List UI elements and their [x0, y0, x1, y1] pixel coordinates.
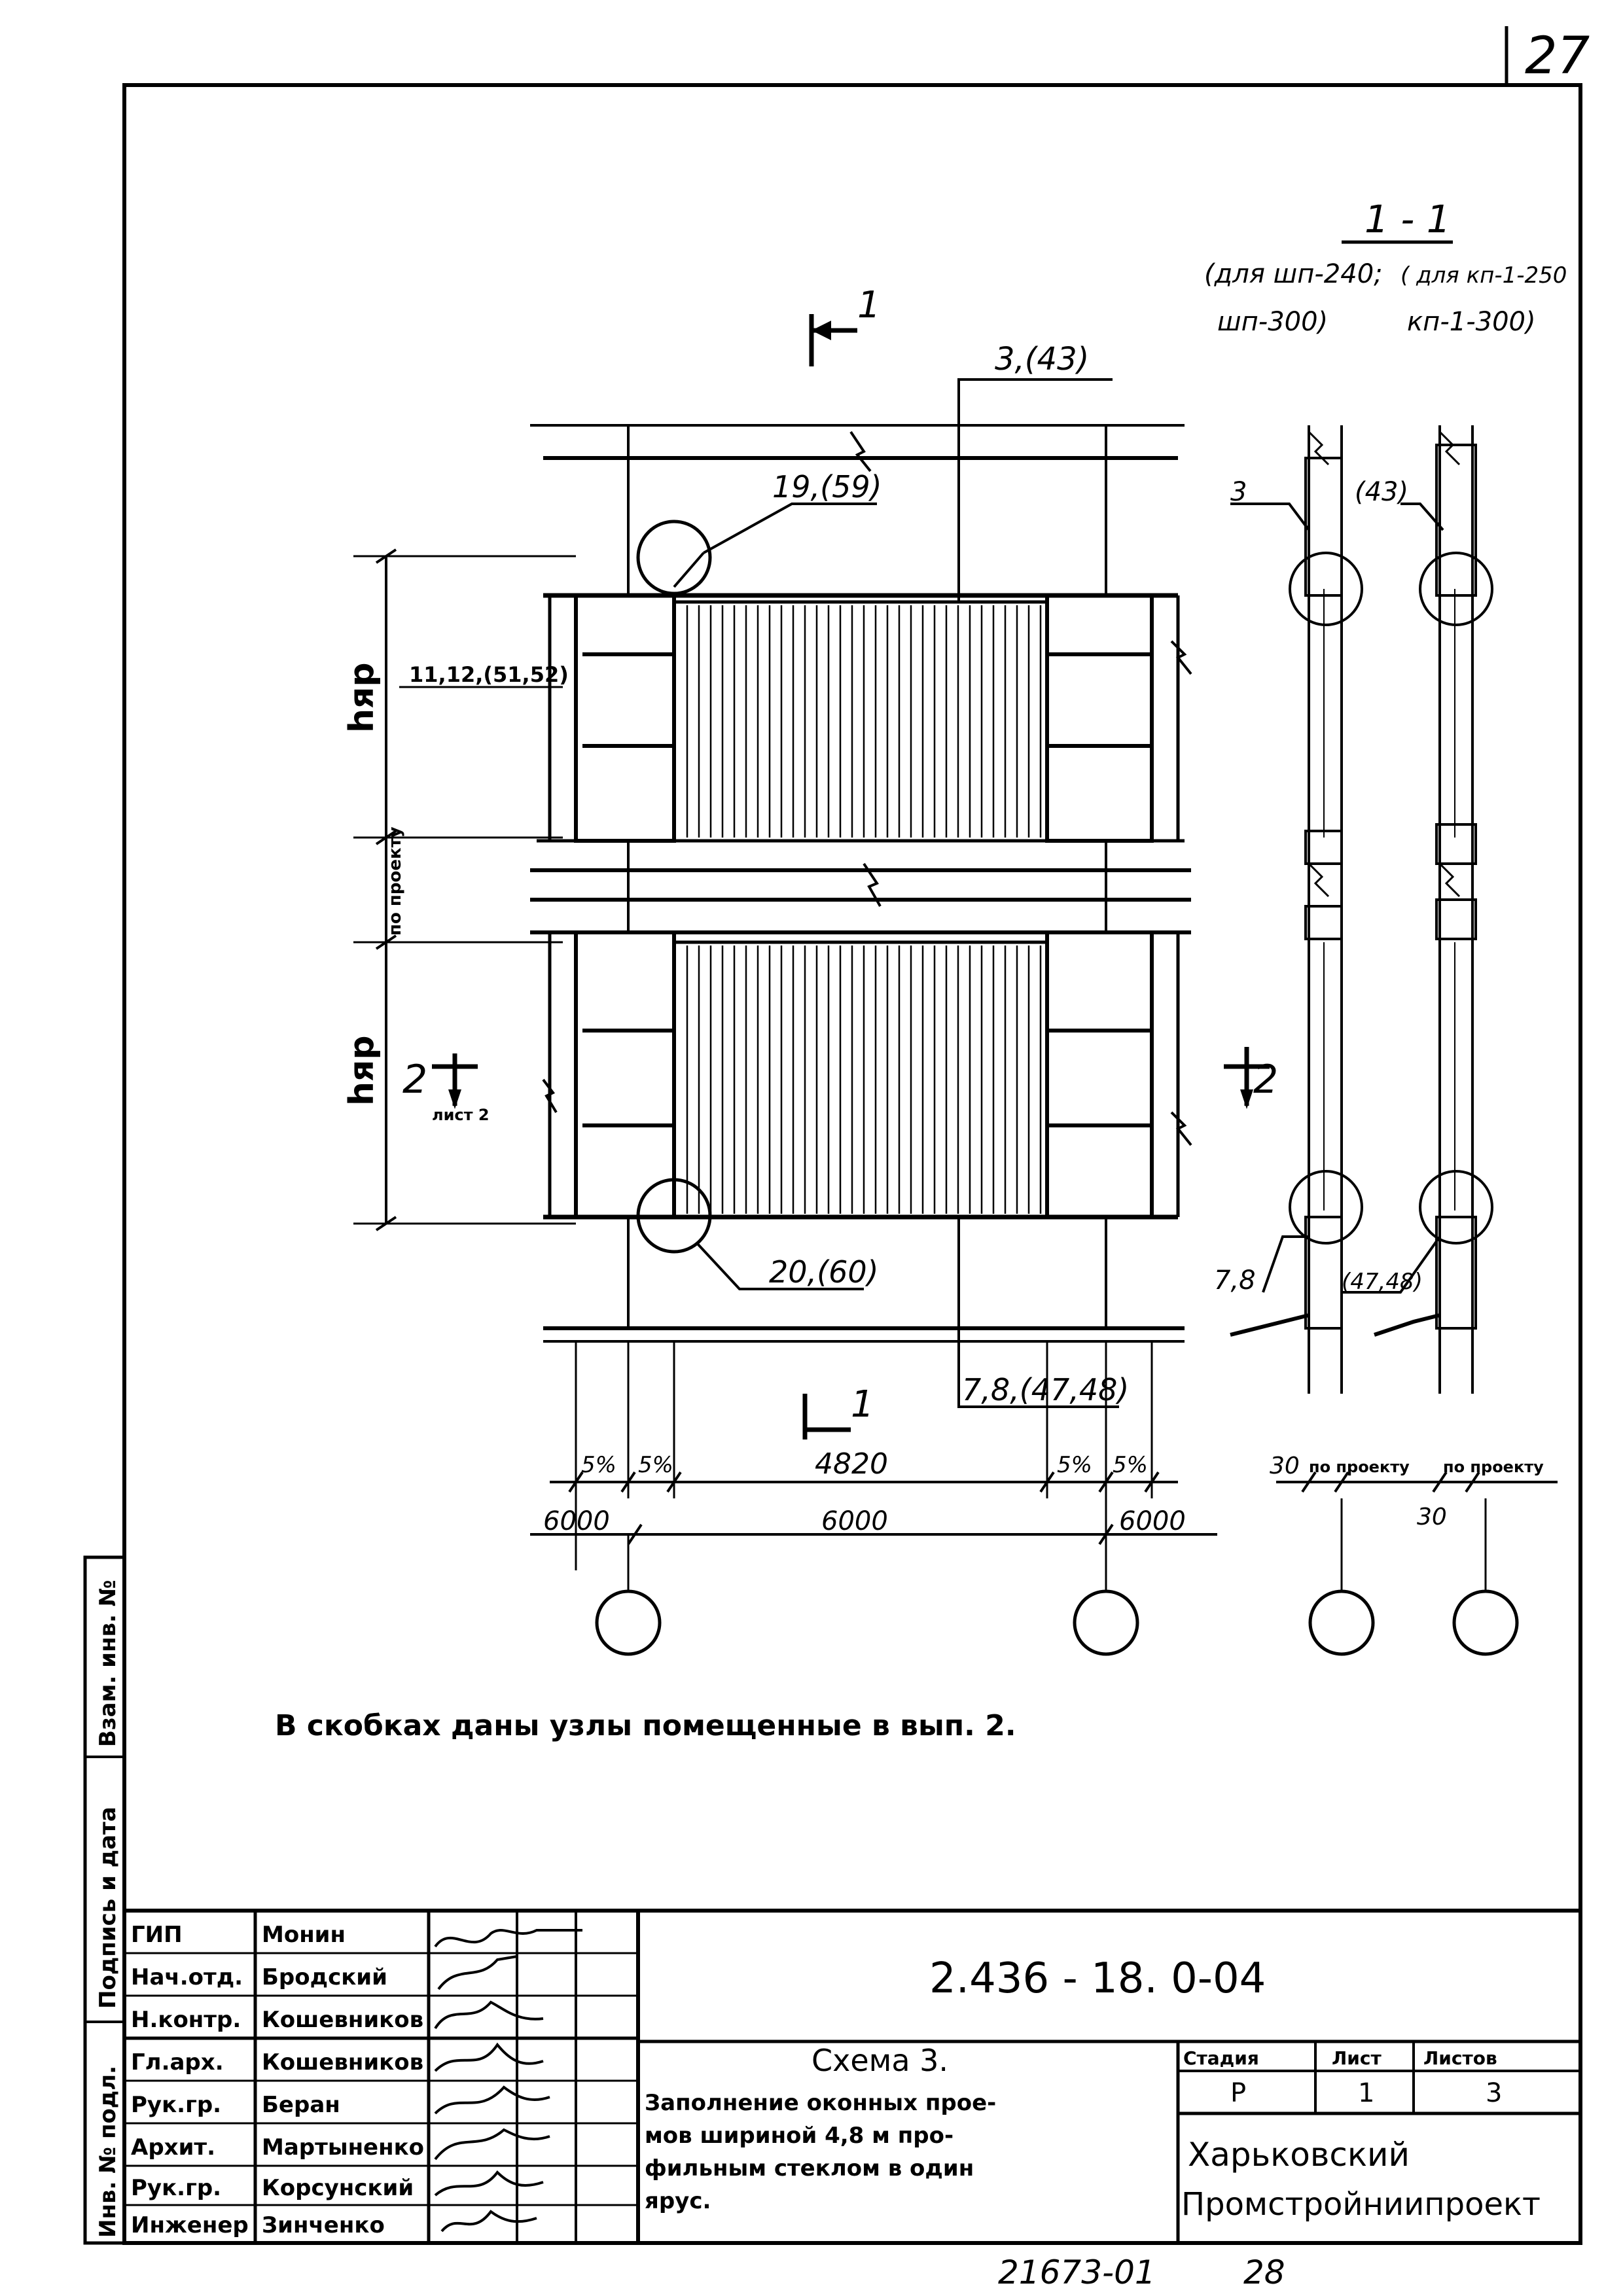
- section-marker-bottom-label: 1: [851, 1383, 874, 1426]
- section-marker-bottom: 1: [802, 1383, 874, 1439]
- note-text: В скобках даны узлы помещенные в вып. 2.: [275, 1709, 1016, 1742]
- sig-role: ГИП: [131, 1922, 183, 1948]
- section-callout-a-top: 3: [1230, 477, 1247, 507]
- level-middle: по проекту: [385, 826, 405, 936]
- org-name-line1: Харьковский: [1188, 2136, 1410, 2174]
- dim-left-step: 6000: [543, 1506, 610, 1536]
- side-label-inventory: Инв. № подл.: [95, 2066, 121, 2238]
- side-stamp: Взам. инв. № Подпись и дата Инв. № подл.: [83, 1555, 126, 2245]
- section-marker-top: 1: [809, 284, 881, 366]
- section-label: 1 - 1: [1364, 197, 1451, 241]
- sig-name: Беран: [262, 2092, 340, 2118]
- sig-role: Архит.: [131, 2134, 215, 2161]
- signature-marks: [434, 1929, 582, 2233]
- sig-role: Гл.арх.: [131, 2049, 224, 2075]
- dim-center-step: 6000: [821, 1506, 888, 1536]
- section-header: 1 - 1 (для шп-240; шп-300) ( для кп-1-25…: [1204, 197, 1567, 337]
- sig-role: Инженер: [131, 2212, 249, 2238]
- section-marker-left: 2 лист 2: [402, 1053, 490, 1124]
- dim-left-small-a: 5%: [581, 1452, 616, 1478]
- section-1-1-drawing: [1230, 425, 1558, 1493]
- sheets-value: 3: [1486, 2078, 1502, 2108]
- callout-top-node: 19,(59): [772, 469, 882, 504]
- drawing-frame: [122, 83, 1582, 2245]
- dim-sec-a-right: по проекту: [1309, 1458, 1410, 1476]
- sig-name: Монин: [262, 1922, 346, 1948]
- sheet-value: 1: [1358, 2078, 1374, 2108]
- callout-bottom-panel: 7,8,(47,48): [962, 1372, 1129, 1407]
- description-line-4: ярус.: [645, 2188, 711, 2214]
- stage-header: Стадия: [1183, 2047, 1259, 2069]
- section-marker-left-sheet: лист 2: [432, 1106, 490, 1124]
- section-marker-left-label: 2: [402, 1057, 427, 1103]
- dim-right-step: 6000: [1119, 1506, 1186, 1536]
- sig-role: Нач.отд.: [131, 1964, 243, 1990]
- sig-name: Кошевников: [262, 2007, 423, 2033]
- sheets-header: Листов: [1423, 2047, 1497, 2069]
- dim-left-small-b: 5%: [638, 1452, 673, 1478]
- callout-bottom-node: 20,(60): [769, 1254, 879, 1290]
- level-h-bottom: hяр: [342, 1035, 382, 1106]
- document-code: 2.436 - 18. 0-04: [929, 1954, 1266, 2003]
- dim-right-small-a: 5%: [1057, 1452, 1092, 1478]
- org-name-line2: Промстройниипроект: [1181, 2186, 1541, 2223]
- sig-name: Зинченко: [262, 2212, 385, 2238]
- sig-name: Мартыненко: [262, 2134, 424, 2161]
- description-line-3: фильным стеклом в один: [645, 2155, 974, 2181]
- title-block: [124, 1909, 1580, 2243]
- section-callout-b-top: (43): [1355, 477, 1408, 507]
- sig-name: Бродский: [262, 1964, 387, 1990]
- sheet-header: Лист: [1332, 2047, 1382, 2069]
- sig-role: Рук.гр.: [131, 2092, 221, 2118]
- section-variant-a-2: шп-300): [1217, 307, 1328, 337]
- sig-role: Н.контр.: [131, 2007, 241, 2033]
- dim-sec-b-right: по проекту: [1443, 1458, 1544, 1476]
- scheme-title: Схема 3.: [812, 2043, 948, 2078]
- signature-table: ГИП Монин Нач.отд. Бродский Н.контр. Кош…: [131, 1922, 424, 2238]
- sig-name: Кошевников: [262, 2049, 423, 2075]
- level-h-top: hяр: [342, 662, 382, 733]
- description-line-1: Заполнение оконных прое-: [645, 2090, 996, 2116]
- stage-value: Р: [1230, 2078, 1246, 2108]
- sheet-number: 27: [1525, 27, 1590, 86]
- dim-sec-a-left: 30: [1270, 1453, 1300, 1479]
- dim-sec-b-left: 30: [1417, 1504, 1447, 1530]
- footer-page: 28: [1243, 2253, 1285, 2291]
- section-marker-right-label: 2: [1253, 1057, 1278, 1103]
- section-variant-a-1: (для шп-240;: [1204, 259, 1383, 289]
- description-line-2: мов шириной 4,8 м про-: [645, 2123, 954, 2149]
- dim-right-small-b: 5%: [1113, 1452, 1148, 1478]
- section-callout-b-bottom: (47,48): [1342, 1269, 1423, 1295]
- section-marker-top-label: 1: [857, 284, 881, 327]
- section-callout-a-bottom: 7,8: [1214, 1265, 1256, 1296]
- callout-side-node: 11,12,(51,52): [409, 662, 569, 687]
- side-label-replace: Взам. инв. №: [95, 1580, 121, 1747]
- sig-role: Рук.гр.: [131, 2175, 221, 2201]
- side-label-signature: Подпись и дата: [95, 1807, 121, 2009]
- sig-name: Корсунский: [262, 2175, 414, 2201]
- section-marker-right: 2: [1224, 1047, 1278, 1109]
- dimension-chain: [530, 1341, 1519, 1656]
- archive-number: 21673-01: [998, 2253, 1156, 2291]
- section-variant-b-1: ( для кп-1-250: [1400, 262, 1567, 289]
- callout-top-panel: 3,(43): [995, 341, 1089, 378]
- window-elevation: [353, 378, 1192, 1408]
- dim-center: 4820: [815, 1447, 888, 1481]
- section-variant-b-2: кп-1-300): [1407, 307, 1536, 337]
